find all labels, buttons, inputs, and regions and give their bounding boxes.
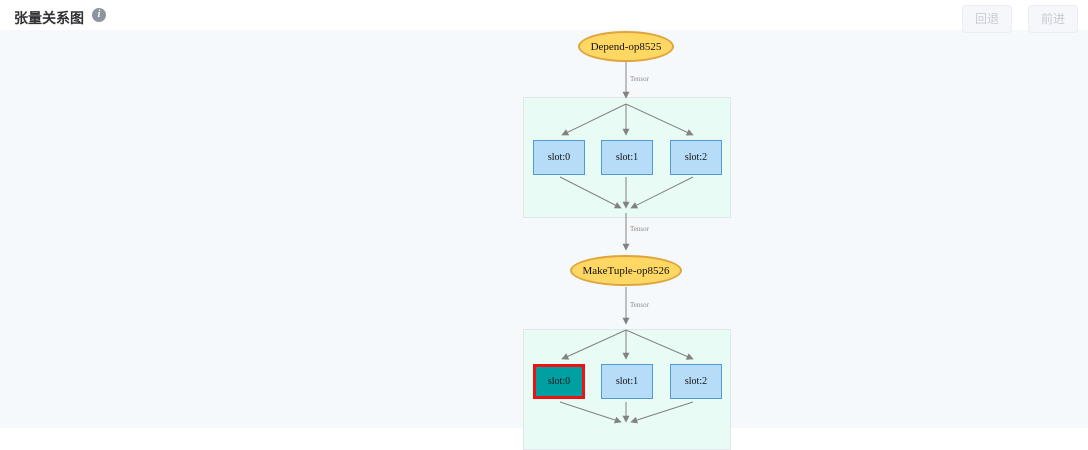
group1-slot-1[interactable]: slot:1 bbox=[601, 140, 653, 175]
page-title: 张量关系图 bbox=[14, 10, 84, 26]
edge-label-tensor: Tensor bbox=[630, 75, 649, 83]
slot-label: slot:1 bbox=[615, 376, 639, 387]
group2-slot-2[interactable]: slot:2 bbox=[670, 364, 722, 399]
operator-node-label: Depend-op8525 bbox=[590, 40, 662, 53]
edge-label-tensor: Tensor bbox=[630, 301, 649, 309]
group2-slot-1[interactable]: slot:1 bbox=[601, 364, 653, 399]
forward-button[interactable]: 前进 bbox=[1028, 5, 1078, 33]
group2-slot-0-selected[interactable]: slot:0 bbox=[533, 364, 585, 399]
operator-node-maketuple[interactable]: MakeTuple-op8526 bbox=[570, 255, 682, 286]
slot-label: slot:2 bbox=[684, 152, 708, 163]
group1-slot-0[interactable]: slot:0 bbox=[533, 140, 585, 175]
toolbar: 张量关系图 i bbox=[0, 0, 1088, 30]
operator-node-depend[interactable]: Depend-op8525 bbox=[578, 31, 674, 62]
info-icon-glyph: i bbox=[97, 9, 101, 20]
slot-label: slot:0 bbox=[547, 376, 571, 387]
operator-node-label: MakeTuple-op8526 bbox=[582, 264, 670, 277]
info-icon[interactable]: i bbox=[92, 8, 106, 22]
back-button[interactable]: 回退 bbox=[962, 5, 1012, 33]
edge-label-tensor: Tensor bbox=[630, 225, 649, 233]
group1-slot-2[interactable]: slot:2 bbox=[670, 140, 722, 175]
slot-label: slot:2 bbox=[684, 376, 708, 387]
slot-label: slot:0 bbox=[547, 152, 571, 163]
slot-label: slot:1 bbox=[615, 152, 639, 163]
